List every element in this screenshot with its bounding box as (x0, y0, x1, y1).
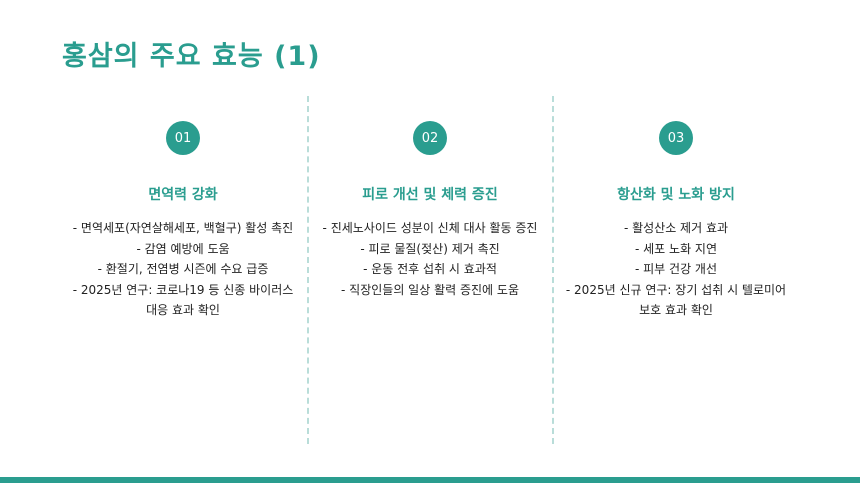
list-item: - 감염 예방에 도움 (136, 241, 230, 256)
column-antioxidant: 03 항산화 및 노화 방지 - 활성산소 제거 효과 - 세포 노화 지연 -… (561, 121, 791, 321)
number-badge-01: 01 (166, 121, 200, 155)
column-divider-1 (307, 96, 309, 444)
list-item: - 진세노사이드 성분이 신체 대사 활동 증진 (322, 221, 538, 235)
list-item: - 2025년 연구: 코로나19 등 신종 바이러스 대응 효과 확인 (72, 282, 294, 318)
benefit-list: - 활성산소 제거 효과 - 세포 노화 지연 - 피부 건강 개선 - 202… (561, 218, 791, 321)
list-item: - 활성산소 제거 효과 (623, 221, 729, 235)
list-item: - 환절기, 전염병 시즌에 수요 급증 (97, 262, 269, 276)
column-heading: 항산화 및 노화 방지 (617, 187, 735, 203)
column-immunity: 01 면역력 강화 - 면역세포(자연살해세포, 백혈구) 활성 촉진 - 감염… (68, 121, 298, 321)
column-fatigue: 02 피로 개선 및 체력 증진 - 진세노사이드 성분이 신체 대사 활동 증… (315, 121, 545, 300)
slide-title: 홍삼의 주요 효능 (1) (62, 41, 321, 72)
number-badge-02: 02 (413, 121, 447, 155)
benefit-list: - 면역세포(자연살해세포, 백혈구) 활성 촉진 - 감염 예방에 도움 - … (68, 218, 298, 321)
list-item: - 2025년 신규 연구: 장기 섭취 시 텔로미어 보호 효과 확인 (565, 282, 787, 318)
benefit-list: - 진세노사이드 성분이 신체 대사 활동 증진 - 피로 물질(젖산) 제거 … (323, 218, 538, 300)
list-item: - 면역세포(자연살해세포, 백혈구) 활성 촉진 (72, 221, 294, 235)
list-item: - 운동 전후 섭취 시 효과적 (363, 262, 497, 276)
column-heading: 피로 개선 및 체력 증진 (362, 187, 498, 203)
list-item: - 직장인들의 일상 활력 증진에 도움 (341, 282, 519, 297)
list-item: - 세포 노화 지연 (634, 241, 717, 256)
column-divider-2 (552, 96, 554, 444)
column-heading: 면역력 강화 (148, 187, 218, 203)
list-item: - 피부 건강 개선 (634, 262, 717, 276)
list-item: - 피로 물질(젖산) 제거 촉진 (360, 241, 500, 256)
bottom-accent-bar (0, 477, 860, 483)
number-badge-03: 03 (659, 121, 693, 155)
